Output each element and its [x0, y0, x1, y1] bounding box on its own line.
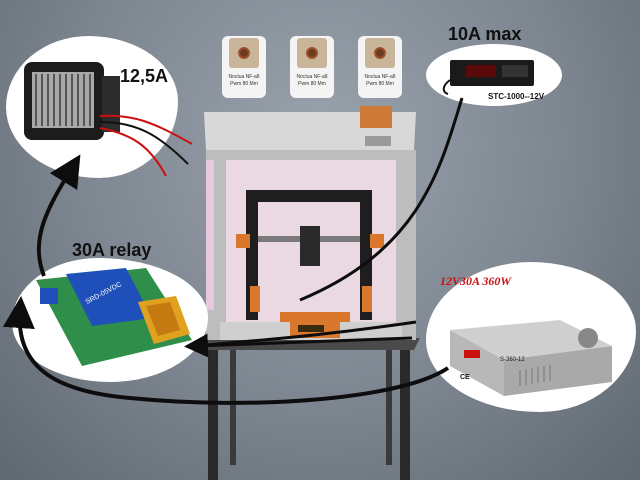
table-leg-left [208, 345, 218, 480]
psu-model-label: S-360-12 [500, 357, 525, 363]
relay-board-icon [36, 268, 192, 366]
wire-psu-to-enclosure [184, 333, 413, 358]
printer-bed [280, 312, 350, 322]
printer-part-left [236, 234, 250, 248]
printer-carriage [300, 226, 320, 266]
table-leg-right [400, 345, 410, 480]
enclosure-front-panel [365, 136, 391, 146]
table-leg-back-right [386, 345, 392, 465]
fan-label-line2: Pwm 80 Mm [298, 81, 326, 87]
fan-label-line2: Pwm 80 Mm [230, 81, 258, 87]
wire-psu-to-relay [2, 296, 450, 405]
printer-frame-top [246, 190, 372, 202]
fan-icon [297, 38, 327, 68]
fan-card-1: Noctua NF-a8 Pwm 80 Mm [222, 36, 266, 98]
fan-label-line1: Noctua NF-a8 [364, 74, 396, 80]
thermostat-icon [442, 60, 534, 95]
fan-label-line1: Noctua NF-a8 [228, 74, 260, 80]
fan-icon [229, 38, 259, 68]
printer-part-right [370, 234, 384, 248]
psu-spec-label: 12V30A 360W [440, 274, 512, 288]
thermostat-model-label: STC-1000--12V [488, 92, 545, 101]
printer-part-bottom-left [250, 286, 260, 312]
enclosure-side-glow [206, 160, 214, 310]
relay-label: 30A relay [72, 240, 152, 260]
wire-thermostat-to-enclosure [299, 97, 464, 302]
psu-brand-label: CE [460, 374, 470, 381]
printer-display-screen [298, 325, 324, 332]
fan-card-2: Noctua NF-a8 Pwm 80 Mm [290, 36, 334, 98]
fan-label-line2: Pwm 80 Mm [366, 81, 394, 87]
heater-wires [99, 114, 193, 177]
wire-relay-to-heater [36, 154, 81, 277]
psu-icon [450, 320, 612, 396]
fan-card-3: Noctua NF-a8 Pwm 80 Mm [358, 36, 402, 98]
heater-icon [24, 62, 120, 140]
fan-label-line1: Noctua NF-a8 [296, 74, 328, 80]
printer-part-bottom-right [362, 286, 372, 312]
thermostat-max-label: 10A max [448, 24, 522, 44]
fan-icon [365, 38, 395, 68]
enclosure-top-box [360, 106, 392, 128]
heater-current-label: 12,5A [120, 66, 169, 86]
